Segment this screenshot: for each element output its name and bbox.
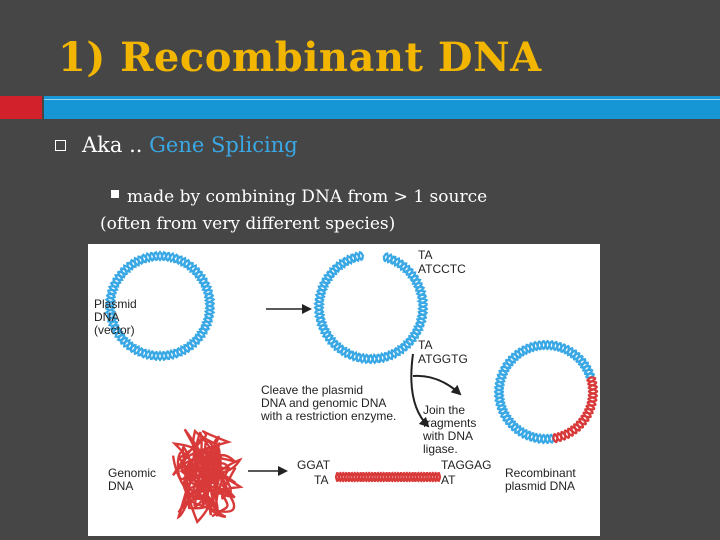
fragment-strand [334,471,442,483]
cut-plasmid-dna [313,250,429,365]
title-rule-blue [44,96,720,119]
label-at: AT [441,473,456,487]
label-atggtg: ATGGTG [418,352,468,366]
label-cleave-2: DNA and genomic DNA [261,396,386,410]
label-ggat: GGAT [297,458,331,472]
label-join-4: ligase. [423,442,458,456]
label-join-2: fragments [423,416,476,430]
bullet-1-prefix: Aka .. [82,133,150,157]
genomic-fragment-helix [334,471,442,483]
plasmid-dna-ring [104,250,216,362]
genomic-tangle-strand [171,428,244,525]
plasmid-strand [104,250,216,362]
recombinant-blue-strand [493,339,596,445]
genomic-dna-tangle [171,428,244,525]
sub-bullet-square-icon [111,190,119,198]
label-genomic: Genomic [108,466,156,480]
slide-title: 1) Recombinant DNA [58,34,542,81]
label-ta-mid: TA [418,338,432,352]
label-join-1: Join the [423,403,465,417]
bullet-square-icon [55,140,66,151]
label-ta-low: TA [314,473,328,487]
label-plasmid-dna: DNA [94,310,119,324]
recombinant-dna-diagram: Plasmid DNA (vector) Genomic DNA TA ATCC… [94,248,599,525]
recombinant-red-strand [552,376,599,444]
label-cleave-3: with a restriction enzyme. [260,409,396,423]
title-rule-highlight [44,99,720,100]
arrow-join-right [412,374,462,396]
label-ta-top: TA [418,248,432,262]
label-plasmid-vector: (vector) [94,323,135,337]
label-join-3: with DNA [422,429,473,443]
bullet-1-text: Aka .. Gene Splicing [82,133,298,157]
cut-plasmid-strand [313,250,429,365]
label-plasmid: Plasmid [94,297,137,311]
bullet-2-line-1: made by combining DNA from > 1 source [127,187,488,207]
bullet-1-accent: Gene Splicing [149,133,298,157]
recombinant-plasmid-ring [493,339,599,445]
bullet-2-text: made by combining DNA from > 1 source (o… [100,184,607,238]
bullet-2-line-2: (often from very different species) [100,214,396,234]
label-taggag: TAGGAG [441,458,491,472]
label-recombinant-plasmid: plasmid DNA [505,479,575,493]
arrow-join-down [410,353,430,428]
label-recombinant: Recombinant [505,466,576,480]
recombinant-dna-figure: Plasmid DNA (vector) Genomic DNA TA ATCC… [88,244,600,536]
label-genomic-dna: DNA [108,479,133,493]
label-cleave-1: Cleave the plasmid [261,383,363,397]
label-atcctc: ATCCTC [418,262,466,276]
title-rule-red [0,96,42,119]
